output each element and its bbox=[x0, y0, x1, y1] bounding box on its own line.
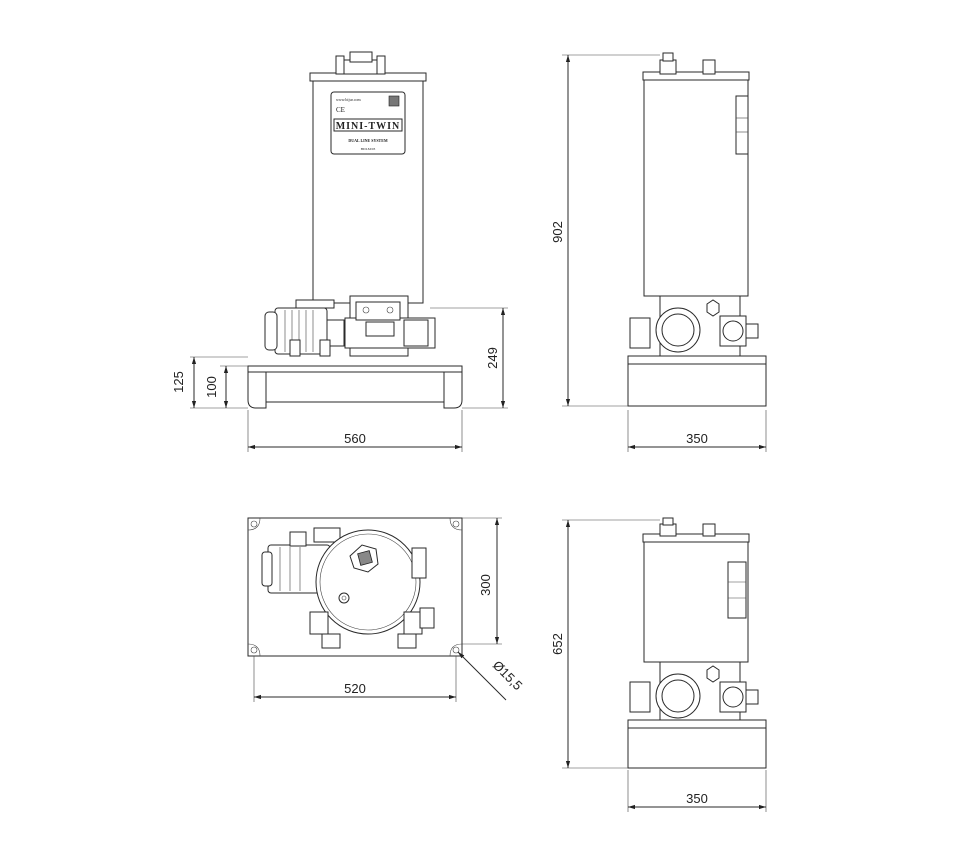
nameplate-title: MINI-TWIN bbox=[336, 121, 401, 132]
dim-top-width: 520 bbox=[344, 681, 366, 696]
dim-front-base-outer: 125 bbox=[171, 371, 186, 393]
nameplate-subtitle: DUAL LINE SYSTEM bbox=[348, 138, 388, 143]
nameplate-logo-icon bbox=[388, 95, 400, 107]
side-view: 350 902 bbox=[550, 52, 767, 452]
dim-side-height: 902 bbox=[550, 221, 565, 243]
front-motor bbox=[264, 299, 335, 357]
dim-top-depth: 300 bbox=[478, 574, 493, 596]
dim-short-width: 350 bbox=[686, 791, 708, 806]
top-reservoir-circle bbox=[315, 529, 421, 635]
dim-hole-diameter: Ø15,5 bbox=[490, 658, 526, 694]
nameplate-ce: CE bbox=[336, 106, 345, 114]
dim-front-motor-height: 249 bbox=[485, 347, 500, 369]
nameplate-model: BDLM/03 bbox=[361, 147, 376, 151]
dim-front-width: 560 bbox=[344, 431, 366, 446]
side-reservoir bbox=[643, 77, 749, 297]
dim-short-height: 652 bbox=[550, 633, 565, 655]
nameplate-brand: www.bijur.com bbox=[336, 97, 362, 102]
short-side-view: 350 652 bbox=[550, 517, 767, 812]
nameplate: www.bijur.com CE MINI-TWIN DUAL LINE SYS… bbox=[330, 91, 406, 155]
dim-side-width: 350 bbox=[686, 431, 708, 446]
top-view: 300 520 Ø15,5 bbox=[247, 517, 526, 702]
front-base-plate bbox=[247, 365, 463, 373]
dim-front-base-inner: 100 bbox=[204, 376, 219, 398]
front-view: www.bijur.com CE MINI-TWIN DUAL LINE SYS… bbox=[171, 51, 508, 452]
